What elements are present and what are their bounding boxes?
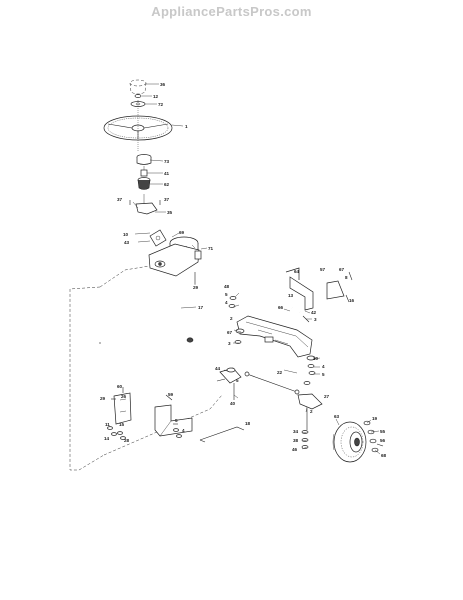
callout-17: 17 [198, 305, 204, 310]
callout-16: 16 [349, 298, 355, 303]
callout-56: 56 [380, 438, 386, 443]
callout-22: 22 [277, 370, 283, 375]
right-spindle-part [297, 393, 323, 449]
spacer-part [291, 307, 310, 323]
callout-57: 57 [320, 267, 326, 272]
callout-labels: 36 12 72 1 73 41 62 37 37 35 69 10 43 71… [100, 82, 387, 458]
steering-cap-part [129, 79, 147, 95]
callout-5: 5 [225, 292, 228, 297]
callout-48: 48 [224, 284, 230, 289]
front-wheel-part [332, 421, 367, 463]
pivot-bracket-part [113, 392, 132, 425]
callout-40: 40 [230, 401, 236, 406]
callout-37-right: 37 [164, 197, 170, 202]
bushing-part [140, 169, 148, 177]
callout-34: 34 [293, 429, 299, 434]
callout-29: 29 [193, 285, 199, 290]
callout-69: 69 [179, 230, 185, 235]
callout-68: 68 [381, 453, 387, 458]
steering-bracket-part [285, 267, 314, 311]
callout-12: 12 [153, 94, 159, 99]
callout-5-right: 5 [322, 372, 325, 377]
callout-11: 11 [105, 422, 110, 427]
callout-64: 64 [294, 269, 300, 274]
callout-5-spindle: 5 [236, 378, 239, 383]
callout-36: 36 [160, 82, 166, 87]
callout-2: 2 [230, 316, 233, 321]
callout-46: 46 [292, 447, 298, 452]
tie-rod-part [244, 371, 300, 395]
callout-62: 62 [164, 182, 170, 187]
callout-41: 41 [164, 171, 170, 176]
tie-bolt-part [326, 271, 353, 303]
callout-4: 4 [225, 300, 228, 305]
callout-42: 42 [311, 310, 317, 315]
leader-lines [132, 83, 381, 455]
callout-19: 19 [372, 416, 378, 421]
callout-2-lower: 2 [310, 409, 313, 414]
callout-28: 28 [124, 438, 130, 443]
dash-panel-part [135, 194, 158, 215]
callout-59: 59 [168, 392, 174, 397]
callout-29-lower: 29 [100, 396, 106, 401]
callout-30: 30 [313, 356, 319, 361]
axle-part [236, 315, 313, 358]
callout-37-left: 37 [117, 197, 123, 202]
frame-bracket-part [154, 394, 193, 437]
callout-13: 13 [288, 293, 294, 298]
callout-63: 63 [334, 414, 340, 419]
callout-66: 66 [278, 305, 284, 310]
callout-15: 15 [119, 422, 125, 427]
wheel-hardware-part [363, 420, 384, 453]
callout-1: 1 [185, 124, 188, 129]
callout-73: 73 [164, 159, 170, 164]
nut-part [134, 94, 142, 98]
callout-26: 26 [121, 394, 127, 399]
callout-18: 18 [245, 421, 251, 426]
callout-44: 44 [215, 366, 221, 371]
callout-43: 43 [124, 240, 130, 245]
callout-67-right: 67 [339, 267, 345, 272]
left-spindle-part [216, 367, 242, 400]
callout-35: 35 [167, 210, 173, 215]
bearing-part [137, 177, 151, 190]
callout-14: 14 [104, 436, 110, 441]
bolt-part [129, 200, 161, 205]
callout-71: 71 [208, 246, 214, 251]
callout-8: 8 [345, 275, 348, 280]
callout-67: 67 [227, 330, 233, 335]
steering-gear-part [148, 229, 202, 284]
callout-60: 60 [117, 384, 123, 389]
drag-link-part [164, 274, 194, 343]
callout-38: 38 [293, 438, 299, 443]
callout-55: 55 [380, 429, 386, 434]
adapter-part [136, 154, 152, 165]
callout-3-right: 3 [314, 317, 317, 322]
link-rod-part [199, 426, 245, 443]
bracket-bolts-part [107, 387, 182, 440]
callout-3-left: 3 [228, 341, 231, 346]
callout-4-right: 4 [322, 364, 325, 369]
callout-72: 72 [158, 102, 164, 107]
callout-10: 10 [123, 232, 129, 237]
callout-5-bracket: 5 [175, 418, 178, 423]
callout-27: 27 [324, 394, 330, 399]
watermark-header: AppliancePartsPros.com [151, 4, 312, 19]
callout-4-bracket: 4 [182, 428, 185, 433]
